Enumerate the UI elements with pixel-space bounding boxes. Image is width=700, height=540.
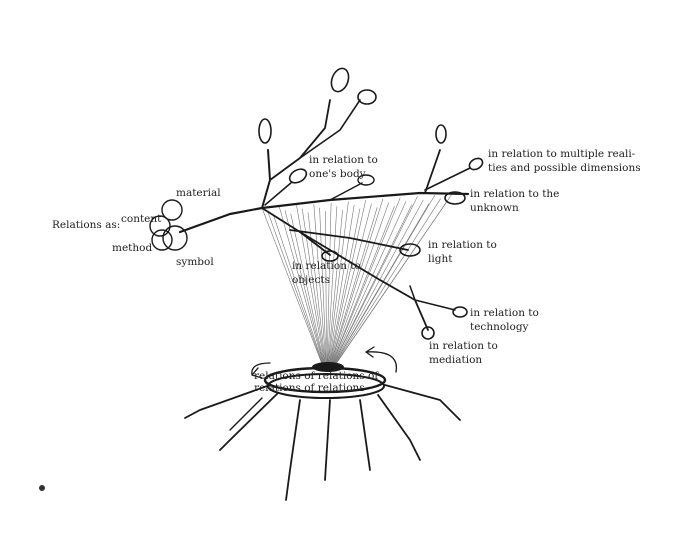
- branch-line: in relation to: [470, 307, 539, 319]
- branch-line: in relation to: [309, 154, 378, 166]
- ray-line: [327, 206, 338, 365]
- ray-line: [332, 204, 412, 365]
- ray-line: [330, 198, 384, 365]
- ray-line: [334, 198, 441, 365]
- rays: [261, 193, 453, 365]
- ray-line: [261, 207, 323, 365]
- ray-line: [333, 199, 424, 365]
- branch-unknown: in relation to the unknown: [470, 187, 559, 215]
- ray-line: [328, 201, 349, 365]
- aspect-method: method: [112, 242, 153, 254]
- ray-line: [278, 206, 324, 365]
- branch-line: ties and possible dimensions: [488, 162, 641, 174]
- branch-multiple-realities: in relation to multiple reali-ties and p…: [488, 147, 641, 175]
- ray-line: [331, 202, 389, 365]
- ray-line: [329, 200, 366, 365]
- branch-line: unknown: [470, 202, 519, 214]
- branch-line: objects: [292, 274, 331, 286]
- branch-line: mediation: [429, 354, 483, 366]
- center-line: relations of relations: [254, 382, 365, 394]
- ray-line: [331, 197, 401, 365]
- aspect-content: content: [121, 213, 162, 225]
- branch-body: in relation to one's body: [309, 153, 378, 181]
- ray-line: [325, 211, 327, 365]
- tree-branches: [178, 99, 471, 331]
- ray-line: [332, 201, 407, 365]
- root-knot: [149, 199, 188, 251]
- ray-line: [333, 196, 418, 365]
- ray-line: [327, 209, 343, 365]
- branch-line: in relation to: [429, 340, 498, 352]
- ray-line: [328, 208, 361, 365]
- ink-dot: [39, 485, 45, 491]
- ray-line: [326, 202, 332, 365]
- branch-line: light: [428, 253, 453, 265]
- ray-line: [273, 214, 324, 365]
- ray-line: [331, 205, 395, 365]
- ray-line: [284, 210, 324, 365]
- aspect-material: material: [176, 187, 221, 199]
- aspect-symbol: symbol: [176, 256, 214, 268]
- branch-technology: in relation to technology: [470, 306, 539, 334]
- branch-mediation: in relation to mediation: [429, 339, 498, 367]
- branch-line: in relation to the: [470, 188, 560, 200]
- ray-line: [335, 193, 453, 365]
- branch-objects: in relation to objects: [292, 259, 361, 287]
- branch-light: in relation to light: [428, 238, 497, 266]
- ray-line: [334, 203, 430, 365]
- ray-line: [290, 213, 325, 365]
- center-line: relations of relations of: [254, 370, 379, 382]
- branch-line: in relation to multiple reali-: [488, 148, 636, 160]
- ray-line: [328, 204, 355, 365]
- ray-line: [329, 203, 372, 365]
- ray-line: [267, 211, 323, 365]
- title-label: Relations as:: [52, 219, 121, 231]
- ray-line: [334, 194, 436, 365]
- roots: [184, 384, 461, 501]
- branch-line: in relation to: [428, 239, 497, 251]
- branch-line: in relation to: [292, 260, 361, 272]
- ray-line: [330, 207, 378, 365]
- branch-ends: [258, 67, 484, 340]
- branch-line: technology: [470, 321, 529, 333]
- ray-line: [313, 203, 327, 365]
- branch-line: one's body: [309, 168, 366, 180]
